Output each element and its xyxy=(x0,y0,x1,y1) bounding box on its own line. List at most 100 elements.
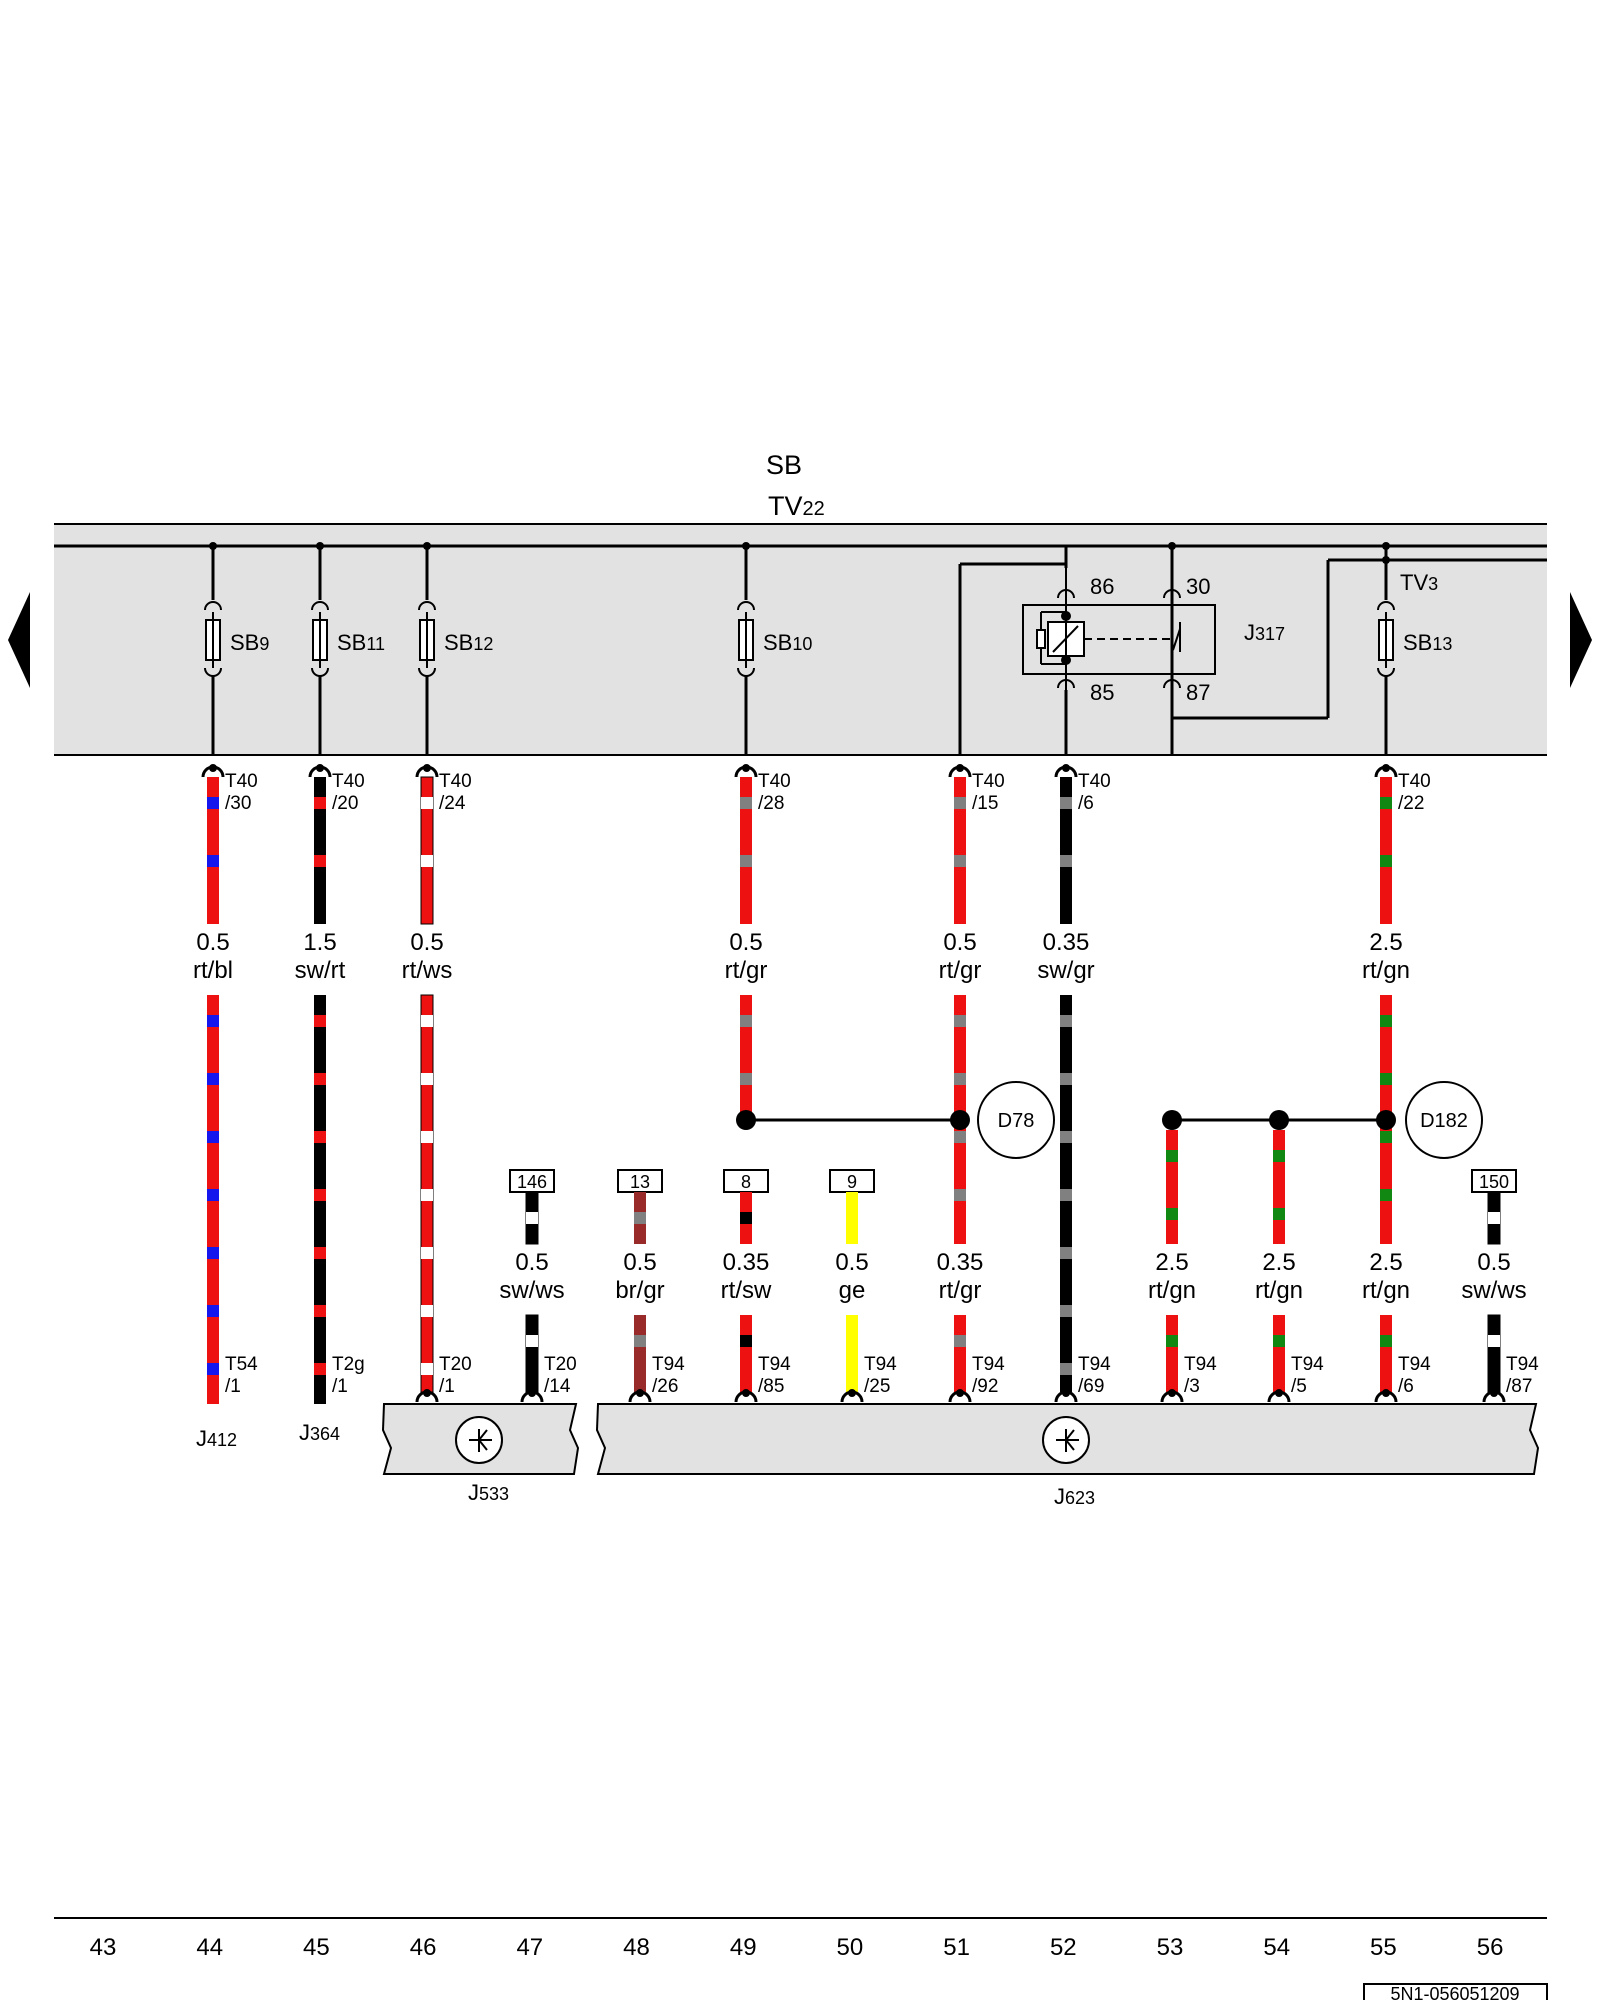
wire-gauge: 2.5 xyxy=(1369,929,1402,956)
pin-label-bottom: /87 xyxy=(1506,1376,1532,1397)
upper-wire xyxy=(740,777,752,924)
wire-outline xyxy=(420,776,434,925)
wire-stripe xyxy=(207,1131,219,1143)
wire-color-code: sw/ws xyxy=(1461,1277,1526,1304)
connector-pin: T94/25 xyxy=(840,1354,897,1403)
fuse-arc xyxy=(418,667,436,677)
wire-stripe xyxy=(954,797,966,809)
pin-label-bottom: /14 xyxy=(544,1376,571,1397)
wire-color-code: rt/gn xyxy=(1362,957,1410,984)
previous-page-icon[interactable] xyxy=(8,592,30,688)
pin-label-top: T94 xyxy=(972,1354,1005,1375)
wire-stripe xyxy=(314,1305,326,1317)
pin-dot xyxy=(636,1389,644,1397)
bus-junction xyxy=(316,542,324,550)
fuse-label: SB11 xyxy=(337,630,385,655)
wire-gauge: 0.5 xyxy=(515,1249,548,1276)
fuse-arc xyxy=(737,601,755,611)
fuse-arc xyxy=(311,601,329,611)
column-number: 46 xyxy=(410,1934,437,1961)
wire-gauge: 0.5 xyxy=(835,1249,868,1276)
bus-label: SB xyxy=(766,450,802,480)
splice-node xyxy=(1376,1110,1396,1130)
wire-stripe xyxy=(1060,1247,1072,1259)
wire-stripe xyxy=(421,1189,433,1201)
splice-node xyxy=(736,1110,756,1130)
wire-stripe xyxy=(1060,1015,1072,1027)
wire-stripe xyxy=(314,855,326,867)
pin-label-bottom: /20 xyxy=(332,793,358,814)
wire-stripe xyxy=(421,855,433,867)
wire-gauge: 0.5 xyxy=(410,929,443,956)
wire-stripe xyxy=(1273,1208,1285,1220)
fuse: SB13 xyxy=(1377,542,1452,755)
pin-label-top: T94 xyxy=(1291,1354,1324,1375)
connector-pin: T94/26 xyxy=(628,1354,685,1403)
upper-wire xyxy=(314,777,326,924)
pin-dot xyxy=(1490,1389,1498,1397)
connector-pin: T94/85 xyxy=(734,1354,791,1403)
next-page-icon[interactable] xyxy=(1570,592,1592,688)
column-number: 43 xyxy=(90,1934,117,1961)
column-number: 51 xyxy=(943,1934,970,1961)
doc-id: 5N1-056051209 xyxy=(1390,1984,1519,2000)
fuse-label-prefix: SB xyxy=(1403,630,1432,655)
column-number: 56 xyxy=(1477,1934,1504,1961)
reference-number: 150 xyxy=(1479,1172,1509,1192)
connector-pin: T94/5 xyxy=(1267,1354,1324,1403)
wire-stripe xyxy=(740,1212,752,1224)
upper-wire xyxy=(954,777,966,924)
wire-stripe xyxy=(207,1189,219,1201)
pin-label-top: T40 xyxy=(1078,771,1111,792)
wire-stripe xyxy=(207,855,219,867)
wire-gauge: 0.5 xyxy=(729,929,762,956)
pin-label-bottom: /25 xyxy=(864,1376,890,1397)
wire-stripe xyxy=(1060,855,1072,867)
pin-label-bottom: /85 xyxy=(758,1376,784,1397)
splice-d78-circle xyxy=(977,1081,1055,1159)
bus-sub-label: TV22 xyxy=(768,491,825,521)
wire-stripe xyxy=(1380,797,1392,809)
pin-dot xyxy=(956,1389,964,1397)
fuse-label: SB12 xyxy=(444,630,493,655)
wire-stripe xyxy=(314,1073,326,1085)
fuse-label: SB10 xyxy=(763,630,812,655)
wire-color-code: sw/gr xyxy=(1037,957,1094,984)
wire-color-code: sw/rt xyxy=(295,957,346,984)
pin-label-bottom: /1 xyxy=(439,1376,455,1397)
upper-wire-spec: 0.5rt/ws xyxy=(402,929,453,984)
upper-wire-spec: 2.5rt/gn xyxy=(1362,929,1410,984)
column-number: 44 xyxy=(196,1934,223,1961)
wire-gauge: 0.5 xyxy=(943,929,976,956)
pin-dot xyxy=(742,1389,750,1397)
wire-stripe xyxy=(421,797,433,809)
component-j412-label: J412 xyxy=(196,1426,237,1451)
splice-d182-circle xyxy=(1405,1081,1483,1159)
upper-wire-spec: 0.5rt/gr xyxy=(939,929,982,984)
wire-stripe xyxy=(207,1305,219,1317)
wire-stub xyxy=(846,1315,858,1392)
wire-gauge: 0.35 xyxy=(1043,929,1090,956)
pin-label-top: T40 xyxy=(439,771,472,792)
wire-stripe xyxy=(1166,1150,1178,1162)
component-j533-label: J533 xyxy=(468,1480,509,1505)
connector-pin: T20/14 xyxy=(520,1354,577,1403)
reference-number: 13 xyxy=(630,1172,650,1192)
wire-stripe xyxy=(421,1015,433,1027)
relay-label: J317 xyxy=(1244,620,1285,645)
wire-body xyxy=(1273,1315,1285,1392)
pin-label-bottom: /6 xyxy=(1398,1376,1414,1397)
wire-stripe xyxy=(1380,1335,1392,1347)
pin-label-bottom: /92 xyxy=(972,1376,998,1397)
wire-run xyxy=(1166,1130,1178,1244)
lower-wire-spec: 2.5rt/gn xyxy=(1148,1249,1196,1304)
control-unit-icon xyxy=(455,1416,503,1464)
connector-t40: T40/28 xyxy=(734,764,791,814)
pin-dot xyxy=(956,764,964,772)
wire-stripe xyxy=(954,1189,966,1201)
wire-stripe xyxy=(1166,1335,1178,1347)
fuse-arc xyxy=(737,667,755,677)
pin-label-bottom: /69 xyxy=(1078,1376,1104,1397)
tv3-junction xyxy=(1382,556,1390,564)
